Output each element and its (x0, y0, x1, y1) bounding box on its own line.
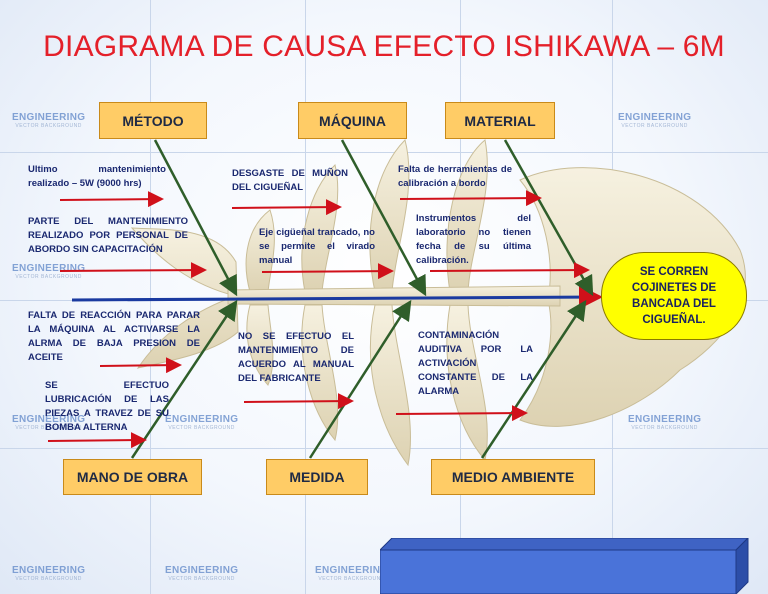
cause-text: CONTAMINACIÓN AUDITIVA POR LA ACTIVACIÓN… (418, 330, 533, 397)
page-title: DIAGRAMA DE CAUSA EFECTO ISHIKAWA – 6M (43, 30, 725, 63)
cause-arrow (99, 357, 182, 374)
bg-grid-line (0, 448, 768, 449)
bone-metodo (153, 139, 238, 297)
category-medida: MEDIDA (266, 459, 368, 495)
cause-text: Eje cigüeñal trancado, no se permite el … (259, 227, 375, 266)
bone-medio-ambiente (480, 299, 587, 459)
category-maquina: MÁQUINA (298, 102, 407, 139)
cause-text: Falta de herramientas de calibración a b… (398, 164, 512, 189)
effect-box: SE CORREN COJINETES DE BANCADA DEL CIGUE… (601, 252, 747, 340)
category-material: MATERIAL (445, 102, 555, 139)
bg-grid-line (0, 152, 768, 153)
rib-bone (369, 139, 410, 293)
rib-bone (369, 304, 411, 467)
category-mano-de-obra: MANO DE OBRA (63, 459, 202, 495)
cause-arrow (429, 262, 590, 279)
cause-text: FALTA DE REACCIÓN PARA PARAR LA MÁQUINA … (28, 310, 200, 363)
effect-text: SE CORREN COJINETES DE BANCADA DEL CIGUE… (631, 266, 717, 326)
spine-arrow (71, 285, 603, 310)
cause-text: SE EFECTUO LUBRICACIÓN DE LAS PIEZAS A T… (45, 380, 169, 433)
fish-backbone (227, 285, 561, 307)
bone-maquina (340, 139, 427, 297)
cause-arrow (399, 190, 542, 207)
cause-text: NO SE EFECTUO EL MANTENIMIENTO DE ACUERD… (238, 331, 354, 384)
bone-mano-de-obra (130, 299, 238, 459)
cause-arrow (243, 393, 354, 410)
rib-bone (301, 304, 339, 442)
cause-arrow (59, 191, 164, 208)
empty-3d-box (380, 538, 749, 594)
category-metodo: MÉTODO (99, 102, 207, 139)
bg-grid-line (150, 0, 151, 594)
cause-text: DESGASTE DE MUÑON DEL CIGUEÑAL (232, 168, 348, 193)
cause-arrow (395, 405, 528, 422)
cause-arrow (261, 263, 394, 280)
cause-text: Ultimo mantenimiento realizado – 5W (900… (28, 164, 166, 189)
bone-medida (308, 299, 412, 459)
cause-text: Instrumentos del laboratorio no tienen f… (416, 213, 531, 266)
category-medio-ambiente: MEDIO AMBIENTE (431, 459, 595, 495)
cause-text: PARTE DEL MANTENIMIENTO REALIZADO POR PE… (28, 216, 188, 255)
rib-bone (446, 139, 488, 293)
cause-arrow (59, 262, 207, 279)
rib-bone (246, 304, 274, 386)
cause-arrow (231, 199, 342, 216)
rib-bone (301, 164, 339, 293)
cause-arrow (47, 432, 147, 449)
